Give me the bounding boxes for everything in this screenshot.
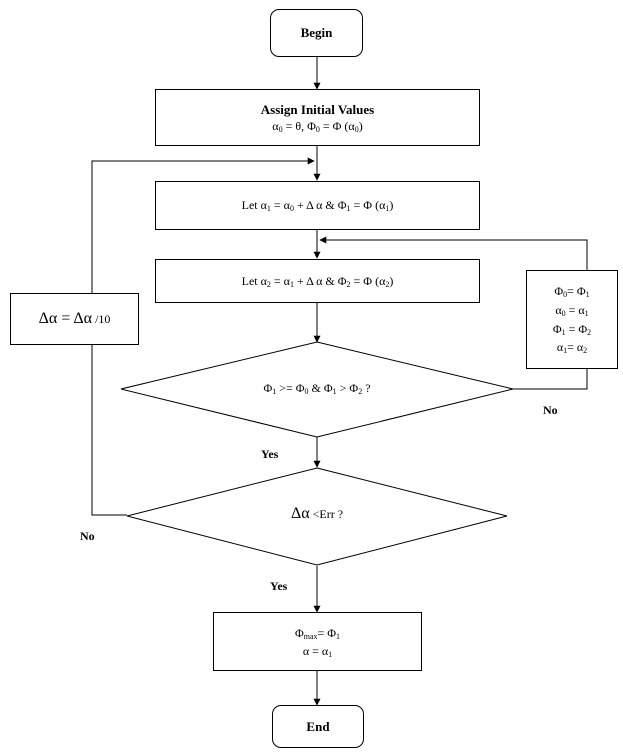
begin-label: Begin bbox=[300, 25, 333, 41]
subscript: 0 bbox=[278, 125, 283, 135]
loop-delta-to-step1 bbox=[91, 157, 315, 293]
equation-text: & Φ bbox=[308, 381, 333, 395]
equation-text: ) bbox=[358, 119, 363, 134]
subscript: 0 bbox=[315, 125, 320, 135]
loop-cond1-no bbox=[513, 369, 588, 390]
equation-text: ? bbox=[362, 381, 371, 395]
equation-text: >= Φ bbox=[276, 381, 305, 395]
init-equation: α0 = θ, Φ0 = Φ (α0) bbox=[272, 118, 362, 134]
equation-text: = Φ bbox=[565, 321, 588, 336]
no-label-cond2: No bbox=[80, 529, 95, 543]
equation-text: α bbox=[556, 340, 564, 355]
subscript: 1 bbox=[563, 346, 568, 356]
equation-text: = Φ (α bbox=[319, 119, 355, 134]
end-terminal: End bbox=[272, 705, 364, 748]
final-line-2: α = α1 bbox=[303, 642, 332, 660]
subscript: 1 bbox=[266, 204, 271, 214]
step2-equation: Let α2 = α1 + Δ α & Φ2 = Φ (α2) bbox=[242, 273, 394, 289]
equation-text: = α bbox=[270, 198, 290, 213]
equation-text: = θ, Φ bbox=[282, 119, 316, 134]
subscript: 2 bbox=[358, 387, 363, 396]
subscript: 1 bbox=[272, 387, 277, 396]
subscript: 2 bbox=[587, 327, 592, 337]
subscript: 2 bbox=[583, 346, 588, 356]
final-process-box: Φmax= Φ1 α = α1 bbox=[213, 612, 422, 671]
cond2-text: Δα <Err ? bbox=[290, 505, 344, 522]
update-line-3: Φ1 = Φ2 bbox=[553, 320, 591, 339]
equation-text: α bbox=[555, 302, 562, 317]
subscript: 0 bbox=[304, 387, 309, 396]
equation-text: Φ bbox=[554, 284, 564, 299]
equation-text: Φ bbox=[263, 381, 273, 395]
subscript: 0 bbox=[354, 125, 359, 135]
decision-cond1 bbox=[120, 341, 514, 438]
equation-text: = Φ bbox=[317, 625, 337, 640]
equation-text: = α bbox=[567, 340, 584, 355]
equation-text: = α bbox=[565, 302, 585, 317]
equation-text: = Φ bbox=[567, 284, 586, 299]
subscript: 2 bbox=[266, 279, 271, 289]
equation-text: α = α bbox=[302, 643, 329, 658]
delta-update-equation: Δα = Δα /10 bbox=[38, 310, 111, 328]
equation-text: Let α bbox=[241, 198, 267, 213]
subscript: 1 bbox=[346, 204, 351, 214]
subscript: 0 bbox=[561, 308, 566, 318]
equation-text: ) bbox=[389, 198, 394, 213]
equation-text: + Δ α & Φ bbox=[293, 198, 347, 213]
equation-text: + Δ α & Φ bbox=[293, 273, 347, 288]
subscript: 2 bbox=[346, 279, 351, 289]
update-line-1: Φ0= Φ1 bbox=[554, 282, 589, 301]
equation-text: Let α bbox=[241, 273, 267, 288]
equation-text: α bbox=[272, 119, 279, 134]
subscript: 1 bbox=[332, 387, 337, 396]
subscript: 1 bbox=[289, 279, 294, 289]
subscript: 1 bbox=[561, 327, 566, 337]
equation-text: ) bbox=[389, 273, 394, 288]
yes-label-cond1: Yes bbox=[261, 447, 279, 461]
subscript: 0 bbox=[563, 290, 568, 300]
step1-process-box: Let α1 = α0 + Δ α & Φ1 = Φ (α1) bbox=[155, 181, 480, 230]
subscript: 0 bbox=[289, 204, 294, 214]
equation-text: = Φ (α bbox=[350, 273, 386, 288]
equation-text: > Φ bbox=[336, 381, 359, 395]
init-process-box: Assign Initial Values α0 = θ, Φ0 = Φ (α0… bbox=[155, 89, 480, 146]
end-label: End bbox=[306, 718, 330, 734]
equation-text: Φ bbox=[552, 321, 562, 336]
step1-equation: Let α1 = α0 + Δ α & Φ1 = Φ (α1) bbox=[242, 197, 394, 213]
subscript: max bbox=[303, 631, 318, 641]
init-title: Assign Initial Values bbox=[260, 101, 375, 117]
cond1-text: Φ1 >= Φ0 & Φ1 > Φ2 ? bbox=[121, 381, 513, 396]
loop-update-to-step2 bbox=[319, 236, 588, 270]
update-line-2: α0 = α1 bbox=[555, 301, 588, 320]
equation-text: Φ bbox=[294, 625, 304, 640]
no-label-cond1: No bbox=[543, 403, 558, 417]
loop-cond2-no bbox=[91, 345, 127, 516]
subscript: 1 bbox=[328, 649, 333, 659]
subscript: 1 bbox=[584, 308, 589, 318]
delta-update-box: Δα = Δα /10 bbox=[10, 293, 139, 345]
update-values-box: Φ0= Φ1 α0 = α1 Φ1 = Φ2 α1= α2 bbox=[526, 270, 618, 369]
subscript: 1 bbox=[585, 290, 590, 300]
subscript: 1 bbox=[385, 204, 390, 214]
subscript: 2 bbox=[385, 279, 390, 289]
subscript: 1 bbox=[336, 631, 341, 641]
equation-text: = Φ (α bbox=[350, 198, 386, 213]
yes-label-cond2: Yes bbox=[270, 579, 288, 593]
begin-terminal: Begin bbox=[270, 9, 363, 57]
decision-cond2 bbox=[126, 467, 508, 566]
final-line-1: Φmax= Φ1 bbox=[295, 624, 340, 642]
update-line-4: α1= α2 bbox=[557, 338, 587, 357]
equation-text: = α bbox=[270, 273, 290, 288]
step2-process-box: Let α2 = α1 + Δ α & Φ2 = Φ (α2) bbox=[155, 259, 480, 303]
